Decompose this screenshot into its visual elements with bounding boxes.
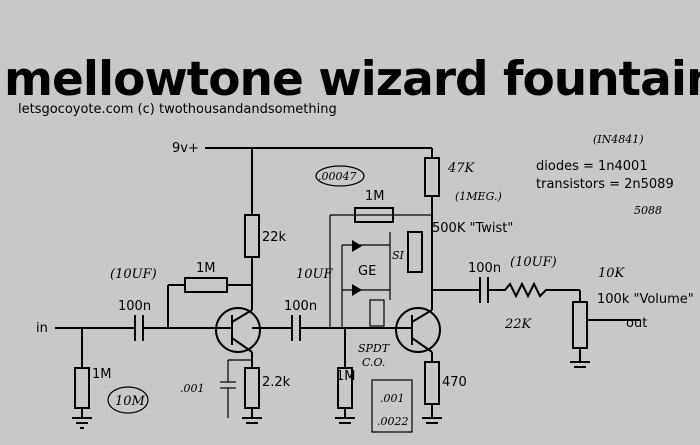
cap-selector-box xyxy=(371,379,413,433)
network-resistor-label: 1M xyxy=(365,189,385,204)
emitter-resistor-2-2k xyxy=(244,367,260,409)
volume-pot-label: 100k "Volume" xyxy=(597,292,694,307)
collector-resistor-22k xyxy=(244,214,260,258)
supply-label: 9v+ xyxy=(172,141,199,156)
emitter-470-label: 470 xyxy=(442,375,467,390)
base-resistor-label: 1M xyxy=(336,369,356,384)
collector-resistor-label: 22k xyxy=(262,230,287,245)
input-cap-label: 100n xyxy=(118,299,151,314)
hand-10m-note: 10M xyxy=(115,394,146,409)
input-resistor-label: 1M xyxy=(92,367,112,382)
output-label: out xyxy=(626,316,647,331)
hand-10uf-right-note: (10UF) xyxy=(510,255,557,270)
hand-22k-note: 22K xyxy=(504,317,533,332)
input-resistor-1m xyxy=(74,367,90,409)
hand-box1-note: .001 xyxy=(380,392,405,405)
hand-10uf-left-note: (10UF) xyxy=(110,267,157,282)
collector-resistor-47k xyxy=(424,157,440,197)
hand-in4841-note: (IN4841) xyxy=(593,133,644,146)
network-resistor-1m xyxy=(354,207,394,223)
twist-pot-label: 500K "Twist" xyxy=(432,221,513,236)
emitter-resistor-label: 2.2k xyxy=(262,375,291,390)
input-label: in xyxy=(36,321,48,336)
hand-spdt-note: SPDT xyxy=(358,342,391,355)
feedback-resistor-label: 1M xyxy=(196,261,216,276)
hand-5088-note: 5088 xyxy=(634,204,662,217)
hand-00047-note: .00047 xyxy=(318,170,357,183)
emitter-resistor-470 xyxy=(424,361,440,405)
spdt-switch xyxy=(369,299,385,327)
output-resistor-22k xyxy=(488,281,580,299)
collector-47k-label: 47K xyxy=(447,161,476,176)
transistor-q2 xyxy=(395,307,441,353)
schematic-title: mellowtone wizard fountain xyxy=(4,52,700,107)
volume-potentiometer xyxy=(572,301,588,349)
hand-10k-note: 10K xyxy=(598,266,626,281)
output-cap-label: 100n xyxy=(468,261,501,276)
coupling-cap-label: 100n xyxy=(284,299,317,314)
transistors-note: transistors = 2n5089 xyxy=(536,177,674,192)
credit-line: letsgocoyote.com (c) twothousandandsomet… xyxy=(18,102,337,117)
diodes-note: diodes = 1n4001 xyxy=(536,159,648,174)
transistor-q1 xyxy=(215,307,261,353)
ge-label: GE xyxy=(358,264,376,279)
diode-si xyxy=(352,240,362,252)
hand-10uf-mid-note: 10UF xyxy=(296,267,333,282)
hand-001-note: .001 xyxy=(180,382,205,395)
hand-1meg-note: (1MEG.) xyxy=(455,190,502,203)
hand-co-note: C.O. xyxy=(362,356,385,369)
twist-potentiometer xyxy=(407,231,423,273)
hand-box2-note: .0022 xyxy=(377,415,409,428)
si-label: SI xyxy=(392,249,405,262)
feedback-resistor-1m xyxy=(184,277,228,293)
